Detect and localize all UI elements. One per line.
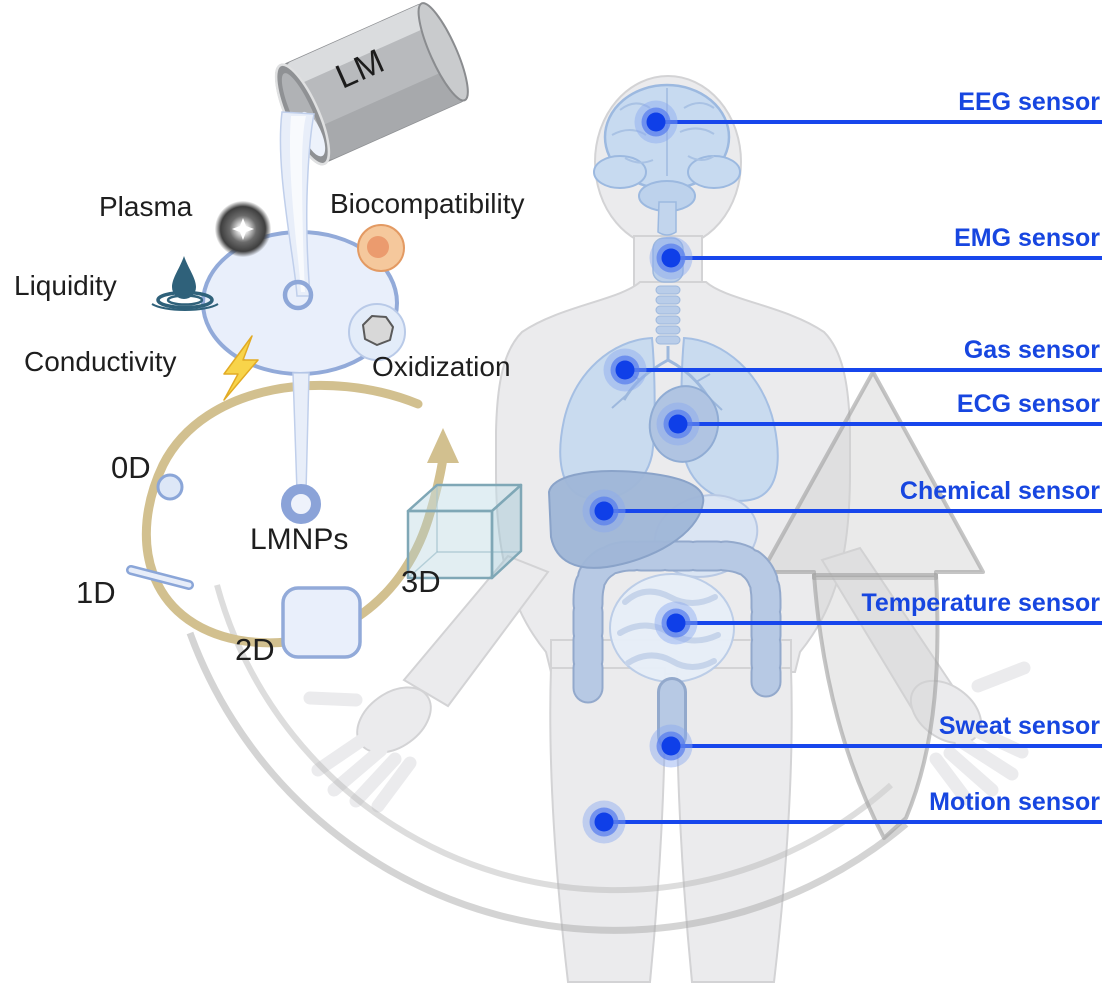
- dimension-1d-label: 1D: [76, 575, 116, 610]
- particle-2d-sheet: [281, 586, 362, 659]
- tan-loop-arrow: [141, 380, 448, 648]
- gas-sensor-label: Gas sensor: [963, 336, 1100, 364]
- trachea: [655, 285, 681, 345]
- pour-stream-highlight: [289, 116, 306, 292]
- oxidization-icon: [348, 303, 406, 361]
- dimension-3d-label: 3D: [401, 564, 441, 599]
- droplet-inlet-ring: [282, 279, 314, 311]
- sensor-marker-motion: [582, 800, 1102, 844]
- motion-sensor-label: Motion sensor: [929, 788, 1100, 816]
- plasma-icon: [215, 201, 271, 257]
- big-up-arrow: [760, 370, 985, 840]
- body-left-hand: [303, 686, 432, 813]
- sensor-marker-emg: [649, 236, 1102, 280]
- ecg-sensor-label: ECG sensor: [956, 390, 1100, 418]
- dimension-2d-label: 2D: [235, 632, 275, 667]
- conductivity-label: Conductivity: [24, 346, 177, 377]
- conductivity-bolt-icon: [223, 335, 259, 401]
- biocompatibility-cell-icon: [357, 224, 405, 272]
- body-right-leg: [676, 667, 793, 983]
- oxidization-label: Oxidization: [372, 351, 511, 382]
- sweat-sensor-label: Sweat sensor: [938, 712, 1100, 740]
- lmnps-label: LMNPs: [250, 523, 349, 556]
- sensor-marker-gas: [603, 348, 1102, 392]
- sensor-marker-ecg: [656, 402, 1102, 446]
- eeg-sensor-label: EEG sensor: [958, 88, 1100, 116]
- sensor-marker-chemical: [582, 489, 1102, 533]
- lmnps-ring: [281, 484, 321, 524]
- body-left-forearm: [402, 554, 550, 708]
- particle-0d: [156, 473, 184, 501]
- plasma-label: Plasma: [99, 191, 193, 222]
- brainstem: [657, 201, 677, 236]
- lm-diagram: [126, 2, 523, 659]
- particle-1d-rod: [126, 565, 194, 590]
- biocompatibility-label: Biocompatibility: [330, 188, 525, 219]
- sensor-marker-sweat: [649, 724, 1102, 768]
- sensor-markers: [582, 100, 1102, 844]
- particle-3d-cube: [406, 483, 523, 580]
- liquidity-label: Liquidity: [14, 270, 117, 301]
- big-arrow-shaft: [812, 573, 940, 840]
- cycle-ring: [186, 584, 909, 934]
- liver: [547, 470, 705, 569]
- lm-bucket: [274, 2, 469, 166]
- sensor-marker-temperature: [654, 601, 1102, 645]
- colon: [572, 540, 782, 704]
- liquidity-droplet-icon: [151, 256, 219, 311]
- chemical-sensor-label: Chemical sensor: [899, 477, 1100, 505]
- temperature-sensor-label: Temperature sensor: [861, 589, 1100, 617]
- dimension-0d-label: 0D: [111, 450, 151, 485]
- pour-stream-lower: [292, 372, 310, 493]
- sensor-marker-eeg: [634, 100, 1102, 144]
- emg-sensor-label: EMG sensor: [954, 224, 1100, 252]
- brain: [593, 83, 741, 236]
- tan-loop-arrowhead: [427, 428, 459, 463]
